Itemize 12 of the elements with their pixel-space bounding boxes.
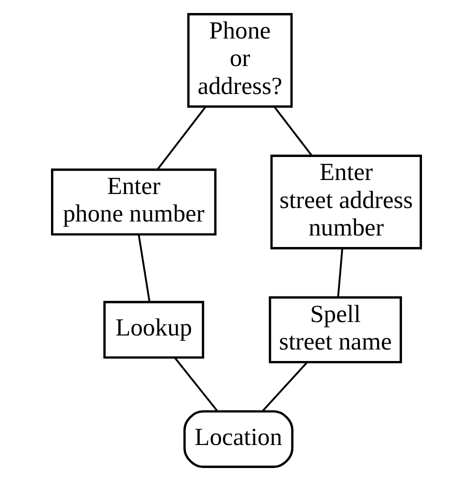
connector — [274, 106, 312, 156]
node-box: Enter street address number — [270, 154, 422, 250]
connector — [156, 106, 206, 170]
connector — [336, 248, 343, 298]
node-box: Enter phone number — [50, 168, 216, 236]
node-box: Lookup — [102, 300, 204, 359]
connector — [173, 357, 218, 412]
connector — [261, 362, 308, 412]
connector — [137, 234, 150, 302]
node-box: Spell street name — [268, 296, 402, 364]
node-box: Location — [182, 410, 293, 468]
node-box: Phone or address? — [186, 13, 292, 108]
